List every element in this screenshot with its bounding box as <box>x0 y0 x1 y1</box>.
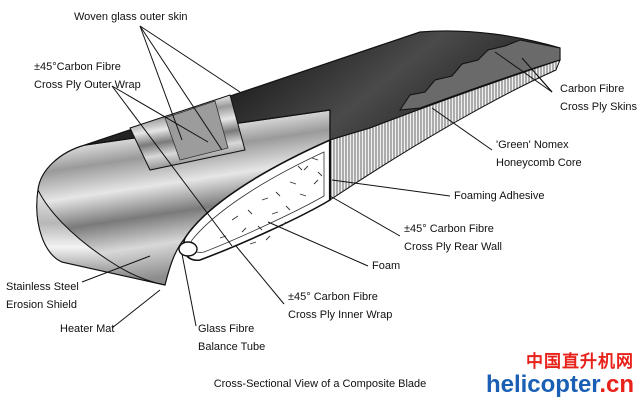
watermark-logo: 中国直升机网 helicopter.cn <box>486 352 634 398</box>
watermark-domain: helicopter.cn <box>486 372 634 398</box>
label-text: Stainless Steel <box>6 281 79 293</box>
label-foaming-adhesive: Foaming Adhesive <box>454 187 545 205</box>
label-rear-wall: ±45° Carbon Fibre Cross Ply Rear Wall <box>404 220 502 256</box>
label-text: Erosion Shield <box>6 299 77 311</box>
label-text: Cross Ply Outer Wrap <box>34 79 141 91</box>
label-text: Carbon Fibre <box>560 83 625 95</box>
label-text: ±45°Carbon Fibre <box>34 61 121 73</box>
outer-wrap-stripe-inner <box>164 100 229 161</box>
leading-edge-nose <box>36 188 166 286</box>
label-text: Cross Ply Rear Wall <box>404 241 502 253</box>
label-text: Honeycomb Core <box>496 157 582 169</box>
label-text: Foam <box>372 260 401 272</box>
leader-lines <box>81 25 553 329</box>
label-balance-tube: Glass Fibre Balance Tube <box>198 320 265 356</box>
label-woven-glass-outer-skin: Woven glass outer skin <box>74 8 188 26</box>
label-foam: Foam <box>372 257 400 275</box>
label-text: Cross Ply Skins <box>560 101 638 113</box>
balance-tube <box>178 241 198 257</box>
label-outer-wrap: ±45°Carbon Fibre Cross Ply Outer Wrap <box>34 58 141 94</box>
nomex-honeycomb-core <box>329 59 561 201</box>
label-heater-mat: Heater Mat <box>60 320 114 338</box>
watermark-domain-tld: .cn <box>599 371 634 398</box>
label-carbon-fibre-skins: Carbon Fibre Cross Ply Skins <box>560 80 637 116</box>
label-inner-wrap: ±45° Carbon Fibre Cross Ply Inner Wrap <box>288 288 392 324</box>
watermark-chinese: 中国直升机网 <box>526 352 634 371</box>
label-text: ±45° Carbon Fibre <box>288 291 378 303</box>
label-text: Cross Ply Inner Wrap <box>288 309 393 321</box>
label-nomex-core: 'Green' Nomex Honeycomb Core <box>496 136 582 172</box>
label-text: Heater Mat <box>60 323 115 335</box>
label-erosion-shield: Stainless Steel Erosion Shield <box>6 278 79 314</box>
figure-caption: Cross-Sectional View of a Composite Blad… <box>213 378 427 390</box>
label-text: Glass Fibre <box>198 323 255 335</box>
label-text: 'Green' Nomex <box>496 139 569 151</box>
label-text: ±45° Carbon Fibre <box>404 223 494 235</box>
label-text: Balance Tube <box>198 341 266 353</box>
watermark-domain-main: helicopter <box>485 371 600 398</box>
label-text: Foaming Adhesive <box>454 190 545 202</box>
label-text: Woven glass outer skin <box>74 11 188 23</box>
